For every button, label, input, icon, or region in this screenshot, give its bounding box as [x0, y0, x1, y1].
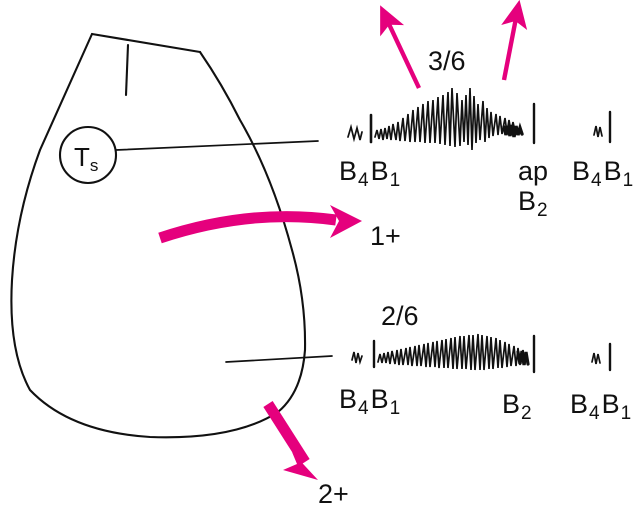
- ts-subscript: s: [89, 156, 99, 175]
- b2-subscript: 2: [537, 200, 548, 221]
- radiation-2-label: 2+: [318, 479, 349, 509]
- trace-upper: [347, 87, 612, 151]
- radiation-1-label: 1+: [370, 221, 401, 251]
- ts-marker-circle[interactable]: [58, 125, 118, 185]
- b4-subscript: 4: [589, 403, 600, 424]
- trace-upper-left-sound-label: B4B1: [339, 156, 402, 191]
- b1-subscript: 1: [389, 170, 401, 191]
- b2-letter: B: [502, 389, 521, 419]
- b1-letter: B: [603, 156, 622, 186]
- ts-marker-label: Ts: [74, 142, 99, 175]
- trace-lower-left-sound-label: B4B1: [339, 384, 402, 419]
- radiation-arrow-2: [263, 401, 318, 480]
- b4-subscript: 4: [591, 170, 602, 191]
- trace-lower-right-sound-label: B4B1: [570, 389, 633, 424]
- sternum-tick: [124, 43, 130, 97]
- pointer-arrow-left: [380, 5, 421, 89]
- b1-letter: B: [601, 389, 620, 419]
- trace-upper-grade-label: 3/6: [428, 46, 466, 76]
- ts-main-letter: T: [74, 142, 90, 172]
- b1-subscript: 1: [622, 170, 634, 191]
- b4-subscript: 4: [358, 398, 369, 419]
- trace-upper-ap-label: ap: [518, 156, 549, 186]
- radiation-arrow-1: [158, 205, 362, 244]
- leader-line-upper: [115, 140, 319, 151]
- ts-marker[interactable]: [58, 125, 118, 185]
- shoulder-line: [90, 32, 202, 54]
- b4-letter: B: [339, 384, 358, 414]
- trace-lower-grade-label: 2/6: [381, 301, 419, 331]
- trace-lower-b2-label: B2: [502, 389, 534, 424]
- torso-body-path: [10, 32, 307, 439]
- b1-letter: B: [370, 156, 389, 186]
- b4-letter: B: [339, 156, 358, 186]
- torso-outline: [10, 32, 307, 439]
- b1-subscript: 1: [389, 398, 401, 419]
- b2-subscript: 2: [521, 403, 532, 424]
- trace-upper-right-sound-label: B4B1: [572, 156, 635, 191]
- b1-subscript: 1: [620, 403, 632, 424]
- trace-upper-b2-label: B2: [518, 186, 550, 221]
- b4-letter: B: [572, 156, 591, 186]
- b4-subscript: 4: [358, 170, 369, 191]
- b4-letter: B: [570, 389, 589, 419]
- leader-lines: [115, 140, 333, 363]
- leader-line-lower: [225, 355, 333, 363]
- pointer-arrow-right: [501, 0, 528, 81]
- b1-letter: B: [370, 384, 389, 414]
- trace-lower: [351, 333, 612, 374]
- b2-letter: B: [518, 186, 537, 216]
